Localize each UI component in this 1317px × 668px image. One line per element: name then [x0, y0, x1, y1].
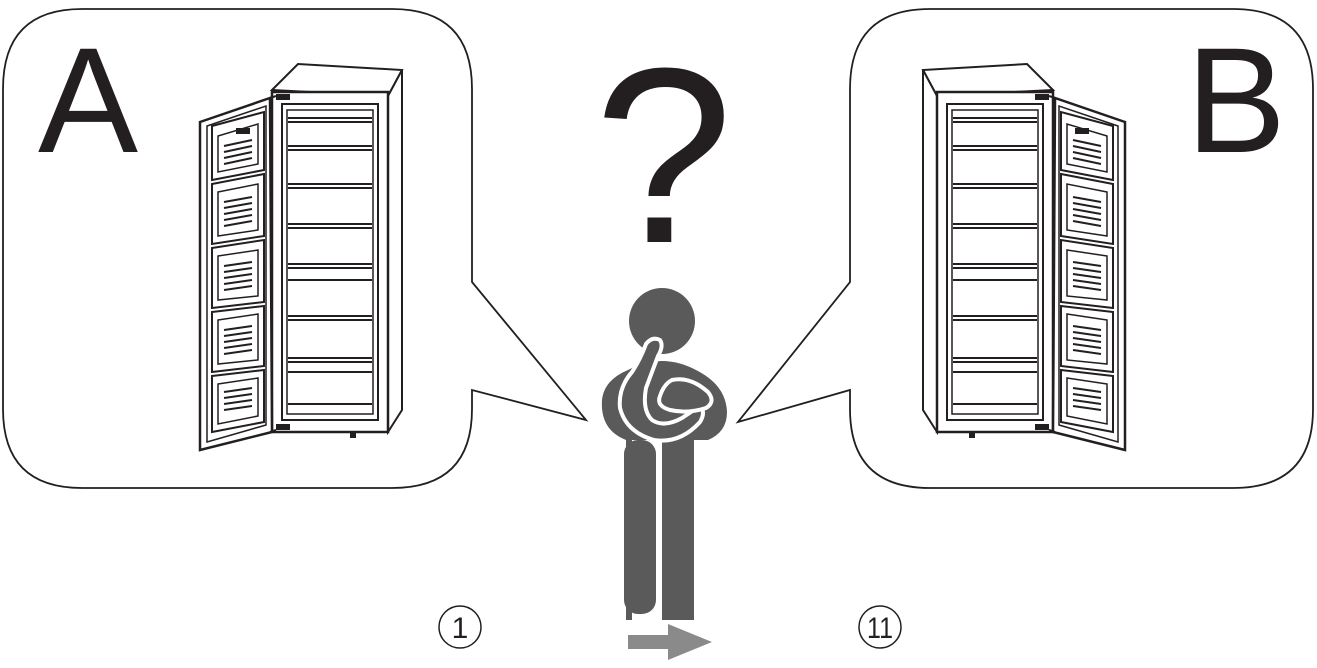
- option-a-label: A: [38, 16, 138, 184]
- step-marker-right: 11: [858, 605, 902, 649]
- step-marker-left: 1: [438, 605, 482, 649]
- question-mark: ?: [594, 16, 733, 295]
- right-arrow-icon: [628, 624, 712, 660]
- step-number-right: 11: [867, 612, 893, 645]
- freezer-door-right-hinge-icon: [921, 62, 1127, 452]
- step-number-left: 1: [452, 612, 469, 645]
- thinking-person-icon: [601, 288, 727, 620]
- freezer-door-left-hinge-icon: [198, 62, 404, 452]
- option-b-label: B: [1186, 16, 1286, 184]
